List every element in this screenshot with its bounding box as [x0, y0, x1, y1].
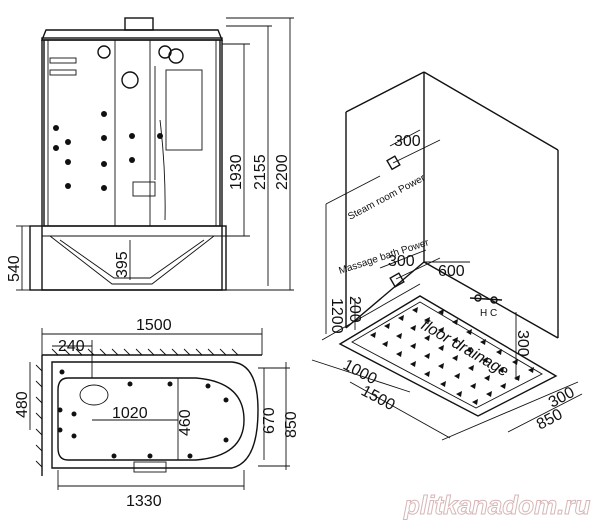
jet-nozzles [53, 111, 163, 191]
corner-dim: 300 [546, 384, 578, 412]
steam-room-power-label: Steam room Power [346, 172, 427, 222]
valve-height: 300 [514, 330, 531, 357]
watermark: plitkanadom.ru [403, 490, 590, 520]
valve-offset: 600 [438, 263, 465, 280]
bath-dimensions [29, 328, 290, 490]
bath-width-a: 670 [261, 407, 278, 434]
cabin-height-1930: 1930 [228, 154, 245, 190]
cabin-dimensions [16, 17, 294, 291]
floor-width: 1500 [358, 383, 397, 415]
massage-bath-power-label: Massage bath Power [338, 237, 431, 277]
cabin-base-height: 540 [6, 255, 23, 282]
cabin-elevation [29, 17, 227, 291]
cabin-tray-depth: 395 [114, 251, 131, 278]
bath-width-left: 480 [14, 391, 31, 418]
floor-right: 850 [534, 406, 566, 434]
bath-bottom-length: 1330 [126, 493, 162, 510]
bath-offset: 240 [58, 338, 85, 355]
room-dimensions [311, 175, 583, 441]
shower-floor-tray [338, 295, 558, 417]
cabin-height-2200: 2200 [274, 154, 291, 190]
cabin-height-2155: 2155 [252, 154, 269, 190]
bath-inner-width: 460 [177, 409, 194, 436]
floor-drainage-label: floor drainage [418, 317, 511, 381]
bath-inner-length: 1020 [112, 405, 148, 422]
hot-cold-label: H C [480, 308, 497, 319]
massage-socket-width: 300 [388, 253, 415, 270]
wall-hatching [35, 348, 239, 468]
room-walls [345, 71, 559, 339]
bath-width-b: 850 [283, 411, 300, 438]
floor-drainage-pattern [370, 307, 534, 405]
socket-height: 200 [346, 296, 363, 323]
bath-plan [35, 348, 262, 476]
wall-height: 1200 [328, 298, 345, 334]
bath-jets [57, 369, 229, 459]
room-fixtures [354, 129, 517, 380]
steam-socket-width: 300 [394, 133, 421, 150]
bath-length: 1500 [136, 317, 172, 334]
